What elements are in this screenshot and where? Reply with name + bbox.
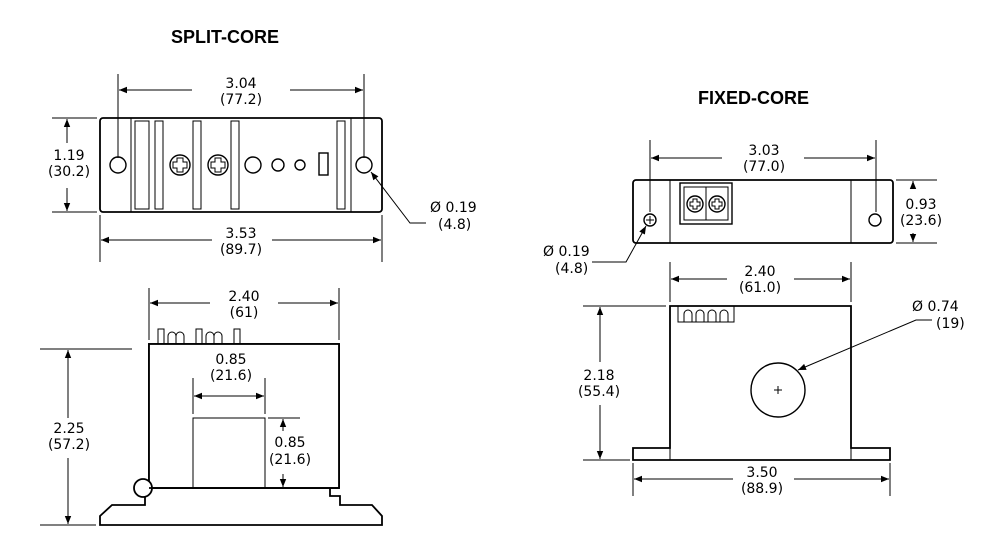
split-core-side-view: 2.40 (61) 0.85 (21.6) 0.85 (21.6) 2.25 (… <box>40 288 383 526</box>
split-window-h-mm: (21.6) <box>269 452 311 468</box>
terminal-screw-icon <box>169 154 191 176</box>
fixed-hole-dia-mm: (4.8) <box>555 261 588 277</box>
aperture-circle <box>750 362 806 418</box>
clamp-bar <box>154 120 164 210</box>
fixed-base-length-in: 3.50 <box>746 465 777 481</box>
aperture-dia-in: Ø 0.74 <box>912 299 959 315</box>
split-window-h-in: 0.85 <box>274 435 305 451</box>
split-window-w-in: 0.85 <box>215 352 246 368</box>
split-side-height-mm: (57.2) <box>48 437 90 453</box>
fixed-side-width-mm: (61.0) <box>739 280 781 296</box>
fixed-top-height-in: 0.93 <box>905 197 936 213</box>
split-side-core <box>148 343 340 489</box>
split-hole-dia-mm: (4.8) <box>438 217 471 233</box>
potentiometer-slot <box>318 152 329 176</box>
terminal-block-icon <box>157 328 241 345</box>
fixed-hole-span-in: 3.03 <box>748 143 779 159</box>
fixed-hole-span-mm: (77.0) <box>743 159 785 175</box>
split-top-housing <box>99 117 383 213</box>
fixed-side-height-in: 2.18 <box>583 368 614 384</box>
clamp-bar <box>134 120 150 210</box>
terminal-block <box>679 182 733 225</box>
split-hole-span-mm: (77.2) <box>220 92 262 108</box>
split-side-base <box>99 487 383 526</box>
indicator-circle <box>294 159 306 171</box>
fixed-core-title: FIXED-CORE <box>698 88 810 108</box>
fixed-top-housing <box>632 179 894 244</box>
fixed-side-body <box>632 305 891 461</box>
split-side-height-in: 2.25 <box>53 421 84 437</box>
fixed-hole-dia-in: Ø 0.19 <box>543 244 590 260</box>
split-length-in: 3.53 <box>225 226 256 242</box>
split-core-title: SPLIT-CORE <box>171 27 280 47</box>
terminal-block-icon <box>677 305 735 323</box>
split-top-height-in: 1.19 <box>53 148 84 164</box>
clamp-bar <box>230 120 240 210</box>
split-window-w-mm: (21.6) <box>210 368 252 384</box>
clamp-bar <box>336 120 346 210</box>
fixed-side-height-mm: (55.4) <box>578 384 620 400</box>
mounting-hole-left <box>643 213 657 227</box>
fixed-top-height-mm: (23.6) <box>900 213 942 229</box>
fixed-side-width-in: 2.40 <box>744 264 775 280</box>
indicator-circle <box>244 156 262 174</box>
mounting-hole-right <box>868 213 882 227</box>
terminal-screw-icon <box>686 195 704 213</box>
fixed-core-top-view: 3.03 (77.0) 0.93 (23.6) Ø 0.19 (4.8) <box>543 140 942 277</box>
split-hole-dia-in: Ø 0.19 <box>430 200 477 216</box>
fixed-core-side-view: 2.40 (61.0) Ø 0.74 (19) 2.18 (55.4) 3.50… <box>578 262 965 497</box>
clamp-bar <box>192 120 202 210</box>
aperture-dia-mm: (19) <box>936 316 965 332</box>
terminal-screw-icon <box>708 195 726 213</box>
split-top-height-mm: (30.2) <box>48 164 90 180</box>
indicator-circle <box>271 158 285 172</box>
split-length-mm: (89.7) <box>220 242 262 258</box>
split-side-width-mm: (61) <box>230 305 259 321</box>
split-hole-span-in: 3.04 <box>225 76 256 92</box>
fixed-base-length-mm: (88.9) <box>741 481 783 497</box>
terminal-screw-icon <box>207 154 229 176</box>
split-core-top-view: 3.04 (77.2) 1.19 (30.2) Ø 0.19 (4.8) 3.5… <box>48 74 477 262</box>
split-side-width-in: 2.40 <box>228 289 259 305</box>
